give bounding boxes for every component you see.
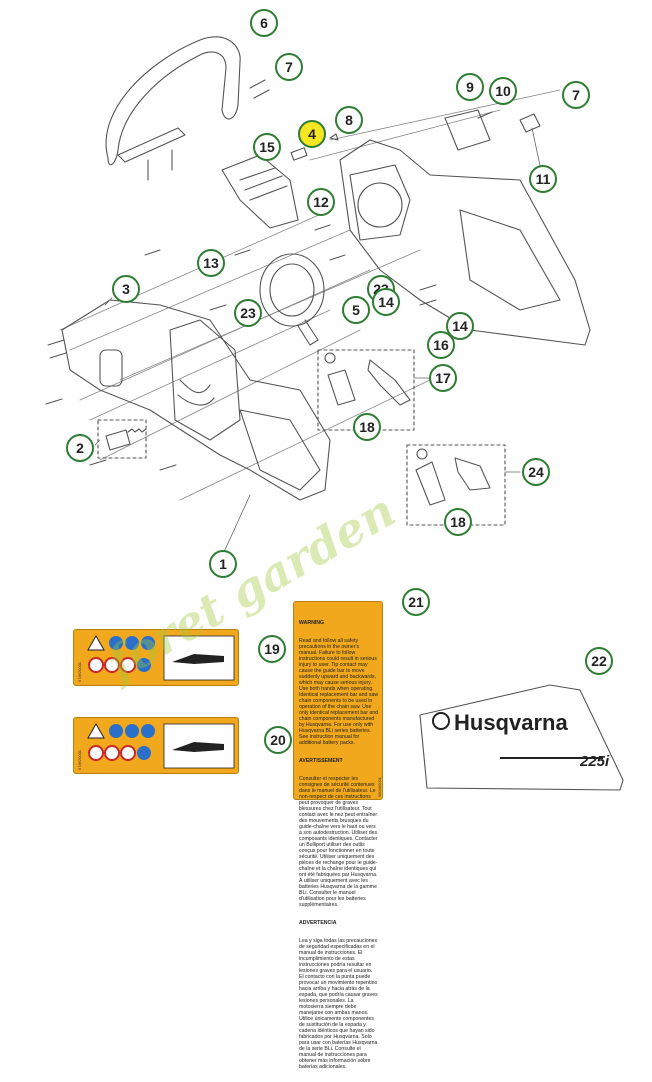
- decal-20: 578620001: [73, 717, 239, 774]
- decal-19-code: 578620001: [77, 661, 82, 682]
- model-name: 225i: [580, 753, 610, 770]
- right-housing: [339, 139, 591, 346]
- left-housing: [61, 299, 331, 501]
- callout-11[interactable]: 11: [529, 165, 557, 193]
- callout-18b[interactable]: 18: [444, 508, 472, 536]
- callout-3[interactable]: 3: [112, 275, 140, 303]
- decal-20-code: 578620001: [77, 749, 82, 770]
- callout-7[interactable]: 7: [275, 53, 303, 81]
- front-handle-bar: [105, 36, 270, 181]
- latch-assembly-24: [406, 444, 506, 526]
- callout-1[interactable]: 1: [209, 550, 237, 578]
- callout-7b[interactable]: 7: [562, 81, 590, 109]
- top-cover: [221, 154, 299, 229]
- motor-ring: [259, 253, 325, 346]
- callout-13[interactable]: 13: [197, 249, 225, 277]
- husqvarna-crown-logo: [432, 712, 450, 730]
- brand-name: Husqvarna: [454, 710, 568, 735]
- callout-5[interactable]: 5: [342, 296, 370, 324]
- callout-15[interactable]: 15: [253, 133, 281, 161]
- warning-text: WARNING Read and follow all safety preca…: [299, 620, 378, 1070]
- spring-assembly: [97, 419, 147, 459]
- chainsaw-pictogram: [172, 654, 224, 664]
- callout-9[interactable]: 9: [456, 73, 484, 101]
- mount-plate: [444, 109, 541, 151]
- callout-22[interactable]: 22: [585, 647, 613, 675]
- callout-16[interactable]: 16: [427, 331, 455, 359]
- callout-18a[interactable]: 18: [353, 413, 381, 441]
- callout-6[interactable]: 6: [250, 9, 278, 37]
- callout-19[interactable]: 19: [258, 635, 286, 663]
- decal-21-warning: WARNING Read and follow all safety preca…: [293, 601, 383, 1070]
- small-parts: [290, 133, 339, 161]
- callout-23a[interactable]: 23: [234, 299, 262, 327]
- callout-10[interactable]: 10: [489, 77, 517, 105]
- callout-20[interactable]: 20: [264, 726, 292, 754]
- callout-4-highlighted[interactable]: 4: [298, 120, 326, 148]
- callout-24[interactable]: 24: [522, 458, 550, 486]
- exploded-parts-diagram: 6 7 8 4 15 9 10 7 11 12 13 3 23 5 23 14 …: [45, 9, 624, 1070]
- callout-12[interactable]: 12: [307, 188, 335, 216]
- decal-19: 578620001: [73, 629, 239, 686]
- callout-14a[interactable]: 14: [372, 288, 400, 316]
- safety-pictograms: [87, 722, 235, 769]
- callout-21[interactable]: 21: [402, 588, 430, 616]
- decal-22-brand-plate: [419, 684, 624, 791]
- callout-8[interactable]: 8: [335, 106, 363, 134]
- callout-2[interactable]: 2: [66, 434, 94, 462]
- chainsaw-pictogram: [172, 742, 224, 752]
- screws: [45, 224, 437, 471]
- safety-pictograms: [87, 634, 235, 681]
- line-art: [45, 36, 591, 553]
- decal-21-code: 580400001: [377, 776, 382, 797]
- callout-17[interactable]: 17: [429, 364, 457, 392]
- callout-14b[interactable]: 14: [446, 312, 474, 340]
